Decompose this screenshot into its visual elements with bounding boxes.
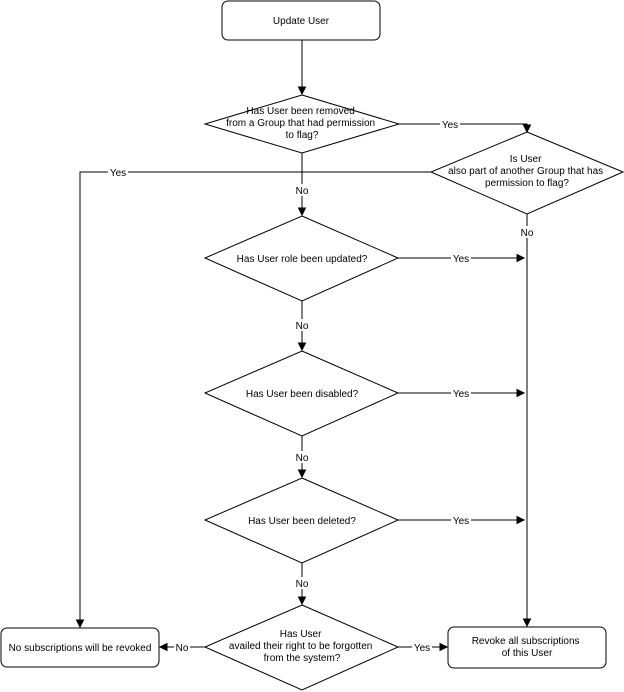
edge-label-removed-yes: Yes bbox=[440, 118, 460, 131]
edge-label-other-yes: Yes bbox=[108, 166, 128, 179]
node-no-subscriptions-revoked: No subscriptions will be revoked bbox=[0, 627, 160, 668]
edge-label-role-yes: Yes bbox=[451, 252, 471, 265]
svg-text:No: No bbox=[296, 321, 309, 332]
node-deleted-decision: Has User been deleted? bbox=[203, 477, 400, 564]
node-role-updated-text: Has User role been updated? bbox=[237, 254, 368, 265]
node-forgotten-decision: Has User availed their right to be forgo… bbox=[203, 604, 400, 691]
edge-other-yes-to-no-revoke bbox=[75, 171, 431, 629]
svg-text:No: No bbox=[176, 643, 189, 654]
node-update-user: Update User bbox=[221, 0, 381, 41]
node-update-user-text: Update User bbox=[273, 16, 330, 27]
node-disabled-decision: Has User been disabled? bbox=[203, 350, 400, 437]
edge-start-to-removed-group bbox=[297, 40, 307, 96]
node-deleted-text: Has User been deleted? bbox=[248, 516, 356, 527]
edge-label-role-no: No bbox=[294, 319, 310, 332]
node-other-group-decision: Is User also part of another Group that … bbox=[429, 131, 624, 215]
svg-text:Yes: Yes bbox=[453, 254, 469, 265]
svg-text:Yes: Yes bbox=[453, 516, 469, 527]
svg-text:No: No bbox=[296, 186, 309, 197]
edge-label-forgotten-yes: Yes bbox=[412, 641, 432, 654]
svg-text:Yes: Yes bbox=[414, 643, 430, 654]
edge-removed-yes-to-other-group bbox=[399, 123, 532, 134]
edge-label-forgotten-no: No bbox=[174, 641, 190, 654]
node-no-subscriptions-text: No subscriptions will be revoked bbox=[9, 643, 152, 654]
edge-label-disabled-yes: Yes bbox=[451, 387, 471, 400]
svg-text:Yes: Yes bbox=[110, 168, 126, 179]
svg-text:No: No bbox=[521, 228, 534, 239]
svg-text:Yes: Yes bbox=[453, 389, 469, 400]
edge-label-removed-no: No bbox=[294, 184, 310, 197]
edge-removed-no-to-role bbox=[297, 153, 307, 217]
node-forgotten-text: Has User availed their right to be forgo… bbox=[229, 629, 375, 664]
node-revoke-all-text: Revoke all subscriptions of this User bbox=[472, 636, 583, 659]
svg-text:No: No bbox=[296, 579, 309, 590]
node-revoke-all-subscriptions: Revoke all subscriptions of this User bbox=[447, 626, 607, 669]
edge-label-disabled-no: No bbox=[294, 451, 310, 464]
node-removed-from-group-decision: Has User been removed from a Group that … bbox=[203, 94, 401, 154]
edge-label-other-no: No bbox=[519, 226, 535, 239]
node-disabled-text: Has User been disabled? bbox=[246, 389, 359, 400]
edge-other-no-to-revoke-all bbox=[522, 214, 532, 628]
node-removed-from-group-text: Has User been removed from a Group that … bbox=[226, 106, 378, 141]
node-other-group-text: Is User also part of another Group that … bbox=[448, 154, 606, 189]
edge-label-deleted-no: No bbox=[294, 577, 310, 590]
edge-label-deleted-yes: Yes bbox=[451, 514, 471, 527]
node-role-updated-decision: Has User role been updated? bbox=[203, 215, 400, 302]
svg-text:No: No bbox=[296, 453, 309, 464]
svg-text:Yes: Yes bbox=[442, 120, 458, 131]
